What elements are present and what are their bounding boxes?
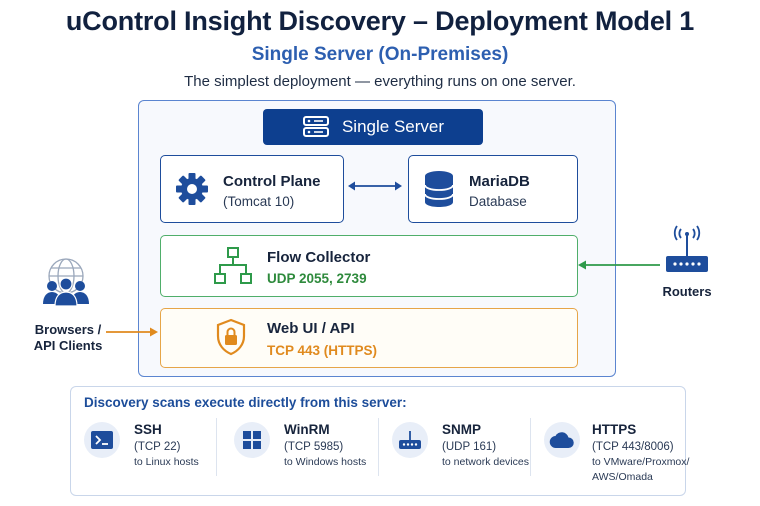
cloud-icon [544, 422, 580, 458]
single-server-label: Single Server [341, 117, 445, 136]
diagram-title: uControl Insight Discovery – Deployment … [65, 6, 695, 36]
routers-label: Routers [662, 284, 712, 299]
scan-ssh-port: (TCP 22) [134, 441, 181, 453]
flow-collector-ports: UDP 2055, 2739 [267, 271, 367, 286]
scan-snmp-target: to network devices [442, 456, 529, 468]
network-tree-icon [214, 247, 252, 284]
control-plane-card: Control Plane (Tomcat 10) [160, 155, 344, 223]
database-icon [424, 171, 454, 207]
diagram-subtitle: Single Server (On-Premises) [251, 44, 509, 65]
mariadb-title: MariaDB [469, 173, 530, 190]
flow-collector-title: Flow Collector [267, 249, 371, 266]
mariadb-subtitle: Database [469, 194, 527, 209]
windows-icon [234, 422, 270, 458]
shield-lock-icon [216, 318, 246, 356]
server-icon [302, 116, 329, 137]
bidirectional-arrow [348, 181, 402, 191]
scan-snmp-name: SNMP [442, 422, 482, 437]
clients-label-line2: API Clients [33, 338, 103, 353]
scan-divider [216, 418, 217, 476]
single-server-header: Single Server [263, 109, 483, 145]
scan-ssh-name: SSH [134, 422, 162, 437]
scan-divider [530, 418, 531, 476]
scan-winrm-name: WinRM [284, 422, 330, 437]
scan-winrm-target: to Windows hosts [284, 456, 367, 468]
web-ui-title: Web UI / API [267, 320, 355, 337]
scan-divider [378, 418, 379, 476]
scan-https-target-line2: AWS/Omada [592, 471, 653, 483]
clients-label-line1: Browsers / [34, 322, 102, 337]
gear-icon [176, 173, 208, 205]
diagram-description: The simplest deployment — everything run… [184, 73, 576, 90]
users-globe-icon [43, 258, 89, 307]
scan-ssh-target: to Linux hosts [134, 456, 199, 468]
control-plane-title: Control Plane [223, 173, 321, 190]
web-ui-ports: TCP 443 (HTTPS) [267, 343, 378, 358]
scan-snmp-port: (UDP 161) [442, 441, 497, 453]
flow-collector-card: Flow Collector UDP 2055, 2739 [160, 235, 578, 297]
web-ui-card: Web UI / API TCP 443 (HTTPS) [160, 308, 578, 368]
terminal-icon [84, 422, 120, 458]
scan-winrm-port: (TCP 5985) [284, 441, 344, 453]
scan-https-target: to VMware/Proxmox/ AWS/Omada [592, 455, 689, 485]
clients-to-webui-arrow [106, 327, 158, 337]
browsers-api-clients-label: Browsers / API Clients [18, 322, 118, 354]
scan-https-name: HTTPS [592, 422, 637, 437]
router-icon [666, 225, 708, 272]
network-router-icon [392, 422, 428, 458]
control-plane-subtitle: (Tomcat 10) [223, 194, 295, 209]
routers-to-flow-collector-arrow [578, 260, 660, 270]
scan-https-target-line1: to VMware/Proxmox/ [592, 456, 690, 468]
scan-https-port: (TCP 443/8006) [592, 441, 674, 453]
discovery-scans-title: Discovery scans execute directly from th… [84, 395, 407, 410]
mariadb-card: MariaDB Database [408, 155, 578, 223]
